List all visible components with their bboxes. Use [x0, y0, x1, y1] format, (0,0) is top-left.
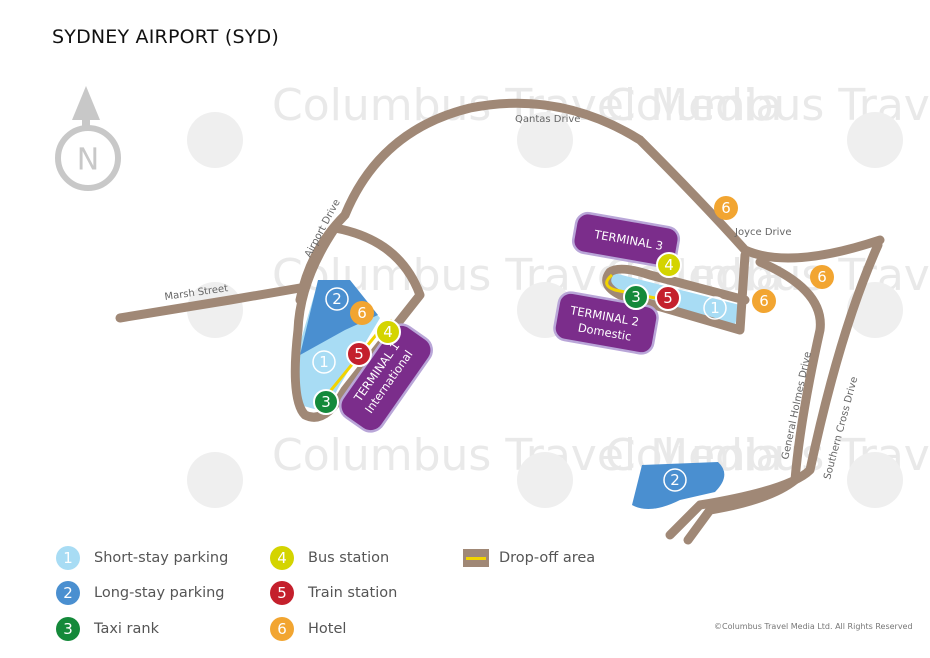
svg-text:6: 6: [759, 292, 769, 310]
svg-text:3: 3: [631, 288, 641, 306]
svg-text:2: 2: [670, 471, 680, 489]
short-stay-parking-marker[interactable]: 1: [312, 350, 336, 374]
short-stay-parking-marker[interactable]: 1: [703, 296, 727, 320]
svg-text:N: N: [77, 143, 99, 178]
hotel-marker[interactable]: 6: [714, 196, 738, 220]
long-stay-parking-south: [632, 462, 725, 509]
legend-label: Hotel: [308, 621, 347, 637]
legend-label: Train station: [308, 585, 398, 601]
terminal-3[interactable]: TERMINAL 3: [571, 211, 681, 269]
legend-label: Drop-off area: [499, 550, 596, 566]
train-icon: 5: [270, 581, 294, 605]
svg-text:3: 3: [321, 393, 331, 411]
train-station-marker[interactable]: 5: [346, 341, 372, 367]
short-stay-icon: 1: [56, 546, 80, 570]
long-stay-parking-t1: [300, 280, 378, 355]
legend-train: 5 Train station: [270, 581, 397, 605]
svg-text:6: 6: [817, 268, 827, 286]
hotel-marker[interactable]: 6: [752, 289, 776, 313]
svg-text:4: 4: [664, 256, 674, 274]
north-compass-icon: N: [55, 86, 121, 191]
taxi-rank-marker[interactable]: 3: [313, 389, 339, 415]
hotel-marker[interactable]: 6: [350, 301, 374, 325]
legend-short-stay: 1 Short-stay parking: [56, 546, 228, 570]
taxi-rank-marker[interactable]: 3: [623, 284, 649, 310]
bus-station-marker[interactable]: 4: [375, 319, 401, 345]
hotel-marker[interactable]: 6: [810, 265, 834, 289]
legend-bus: 4 Bus station: [270, 546, 389, 570]
hotel-icon: 6: [270, 617, 294, 641]
taxi-icon: 3: [56, 617, 80, 641]
dropoff-icon: [463, 549, 489, 567]
svg-text:6: 6: [721, 199, 731, 217]
svg-text:4: 4: [383, 323, 393, 341]
bus-icon: 4: [270, 546, 294, 570]
svg-text:2: 2: [332, 290, 342, 308]
road-label-qantas-drive: Qantas Drive: [515, 114, 580, 125]
road-label-joyce-drive: Joyce Drive: [734, 227, 791, 238]
bus-station-marker[interactable]: 4: [656, 252, 682, 278]
legend-taxi: 3 Taxi rank: [56, 617, 159, 641]
svg-text:5: 5: [354, 345, 364, 363]
legend-label: Short-stay parking: [94, 550, 229, 566]
svg-text:1: 1: [710, 299, 720, 317]
roads: [115, 98, 885, 545]
page-title: SYDNEY AIRPORT (SYD): [52, 26, 279, 48]
svg-text:6: 6: [357, 304, 367, 322]
legend-long-stay: 2 Long-stay parking: [56, 581, 225, 605]
long-stay-parking-marker[interactable]: 2: [663, 468, 687, 492]
long-stay-icon: 2: [56, 581, 80, 605]
train-station-marker[interactable]: 5: [655, 285, 681, 311]
long-stay-parking-marker[interactable]: 2: [325, 287, 349, 311]
legend-label: Bus station: [308, 550, 390, 566]
svg-text:5: 5: [663, 289, 673, 307]
legend-hotel: 6 Hotel: [270, 617, 346, 641]
legend-label: Taxi rank: [94, 621, 159, 637]
svg-text:1: 1: [319, 353, 329, 371]
legend-label: Long-stay parking: [94, 585, 225, 601]
legend-dropoff: Drop-off area: [463, 549, 595, 567]
copyright: ©Columbus Travel Media Ltd. All Rights R…: [714, 622, 913, 631]
